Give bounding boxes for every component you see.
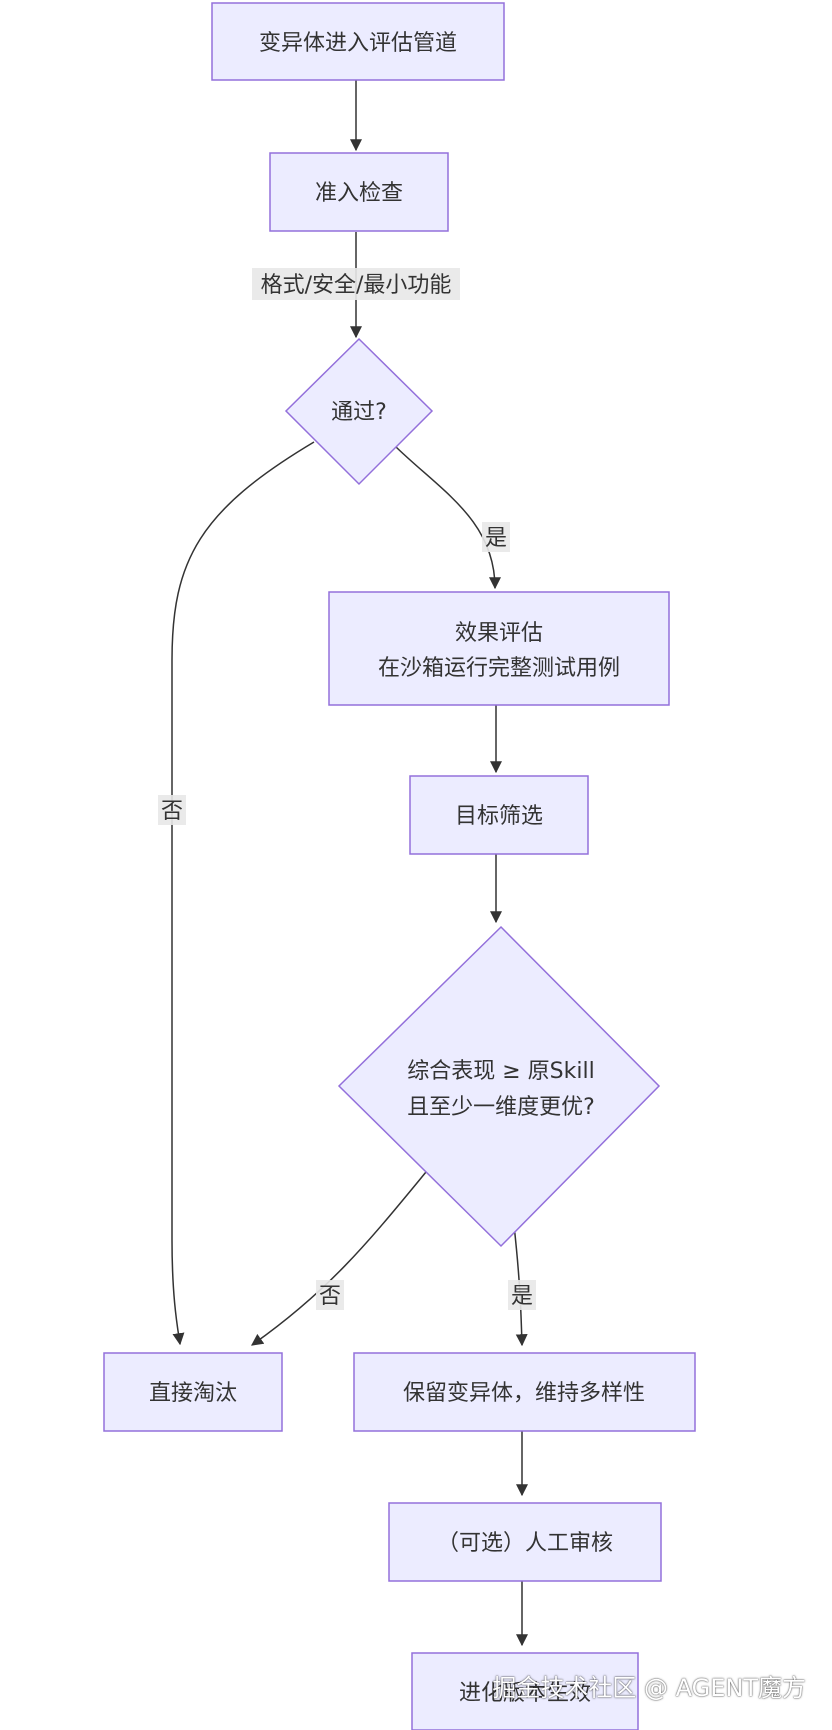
edge-passed-yes-to-effect bbox=[394, 445, 501, 590]
edge-label-passed-no-text: 否 bbox=[161, 799, 183, 824]
edge-passed-no-to-eliminate bbox=[171, 441, 315, 1346]
edge-label-admission-criteria-text: 格式/安全/最小功能 bbox=[261, 273, 452, 298]
node-enter-pipeline-text: 变异体进入评估管道 bbox=[259, 31, 457, 56]
node-publish-version: 进化版本生效 bbox=[411, 1652, 639, 1730]
node-manual-review-text: （可选）人工审核 bbox=[437, 1531, 613, 1556]
decision-passed-text: 通过? bbox=[331, 400, 387, 425]
node-manual-review: （可选）人工审核 bbox=[388, 1502, 662, 1582]
node-admission-check-text: 准入检查 bbox=[315, 181, 403, 206]
edge-label-compare-no: 否 bbox=[316, 1280, 344, 1310]
node-enter-pipeline: 变异体进入评估管道 bbox=[211, 2, 505, 81]
watermark: 掘金技术社区 @ AGENT魔方 bbox=[492, 1674, 806, 1702]
node-effect-evaluation: 效果评估 在沙箱运行完整测试用例 bbox=[328, 591, 670, 706]
edge-label-passed-yes: 是 bbox=[482, 522, 510, 552]
node-keep-variant: 保留变异体，维持多样性 bbox=[353, 1352, 696, 1432]
node-keep-variant-text: 保留变异体，维持多样性 bbox=[403, 1381, 645, 1406]
edge-label-admission-criteria: 格式/安全/最小功能 bbox=[252, 268, 460, 300]
decision-compare-line1: 综合表现 ≥ 原Skill bbox=[407, 1059, 594, 1084]
decision-compare: 综合表现 ≥ 原Skill 且至少一维度更优? bbox=[337, 925, 661, 1248]
edge-compare-no-to-eliminate bbox=[251, 1171, 427, 1346]
node-eliminate: 直接淘汰 bbox=[103, 1352, 283, 1432]
node-target-filter-text: 目标筛选 bbox=[455, 804, 543, 829]
edge-label-compare-yes-text: 是 bbox=[511, 1284, 533, 1309]
node-effect-evaluation-title: 效果评估 bbox=[455, 621, 543, 646]
node-effect-evaluation-subtitle: 在沙箱运行完整测试用例 bbox=[378, 656, 620, 681]
edge-label-compare-no-text: 否 bbox=[319, 1284, 341, 1309]
node-publish-version-text: 进化版本生效 bbox=[459, 1681, 591, 1706]
decision-passed: 通过? bbox=[284, 337, 434, 486]
edge-label-passed-yes-text: 是 bbox=[485, 526, 507, 551]
node-target-filter: 目标筛选 bbox=[409, 775, 589, 855]
decision-compare-line2: 且至少一维度更优? bbox=[407, 1095, 595, 1120]
edge-label-compare-yes: 是 bbox=[508, 1280, 536, 1310]
node-admission-check: 准入检查 bbox=[269, 152, 449, 232]
node-eliminate-text: 直接淘汰 bbox=[149, 1381, 237, 1406]
edge-label-passed-no: 否 bbox=[158, 795, 186, 825]
